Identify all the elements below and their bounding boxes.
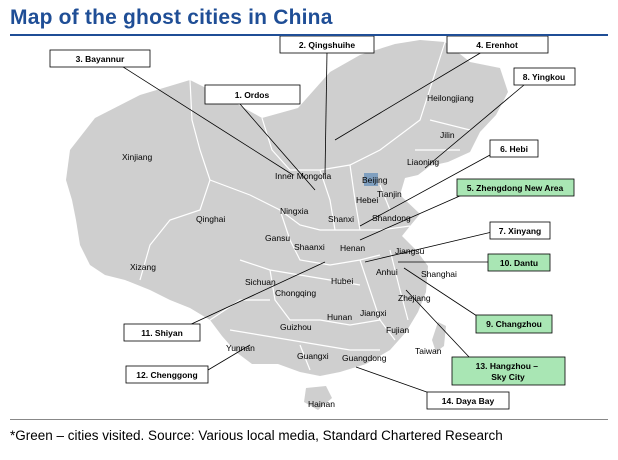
callout-label: 5. Zhengdong New Area — [467, 183, 564, 193]
province-label: Hebei — [356, 195, 378, 205]
china-landmass — [66, 40, 508, 376]
hainan-island — [304, 386, 332, 410]
callout-label-line: 13. Hangzhou – — [476, 361, 539, 371]
callout-label: 14. Daya Bay — [442, 396, 495, 406]
province-label: Hunan — [327, 312, 352, 322]
province-label: Fujian — [386, 325, 409, 335]
leader-line-xinyang — [364, 231, 493, 263]
city-callouts: 1. Ordos 2. Qingshuihe 3. Bayannur 4. Er… — [49, 36, 576, 410]
callout-hebi: 6. Hebi — [489, 139, 539, 158]
province-label: Xinjiang — [122, 152, 153, 162]
leader-lines — [119, 51, 525, 397]
callout-label: 3. Bayannur — [76, 54, 125, 64]
callout-label: 2. Qingshuihe — [299, 40, 355, 50]
leader-line-zhengdong — [359, 194, 463, 241]
province-label: Zhejiang — [398, 293, 431, 303]
leader-line-yingkou — [424, 84, 525, 169]
callout-changzhou: 9. Changzhou — [475, 314, 553, 334]
province-label: Shanxi — [328, 214, 354, 224]
leader-line-chenggong — [207, 344, 251, 371]
province-label: Shanghai — [421, 269, 457, 279]
province-label: Henan — [340, 243, 365, 253]
province-label: Beijing — [362, 175, 388, 185]
province-labels: Xinjiang Inner Mongolia Heilongjiang Jil… — [122, 93, 474, 409]
province-label: Sichuan — [245, 277, 276, 287]
callout-shiyan: 11. Shiyan — [123, 323, 201, 342]
province-label: Jiangsu — [395, 246, 425, 256]
callout-chenggong: 12. Chenggong — [125, 365, 209, 384]
callout-hangzhou: 13. Hangzhou – Sky City — [451, 356, 566, 386]
title-rule — [10, 34, 608, 36]
callout-label: 10. Dantu — [500, 258, 538, 268]
callout-label: 1. Ordos — [235, 90, 270, 100]
leader-line-ordos — [239, 103, 316, 191]
province-label: Jiangxi — [360, 308, 387, 318]
province-label: Yunnan — [226, 343, 255, 353]
leader-line-bayannur — [119, 64, 294, 176]
province-label: Qinghai — [196, 214, 225, 224]
leader-line-qingshuihe — [324, 51, 328, 176]
province-label: Guangdong — [342, 353, 387, 363]
province-label: Tianjin — [377, 189, 402, 199]
callout-label: 12. Chenggong — [136, 370, 197, 380]
callout-label: 9. Changzhou — [486, 319, 542, 329]
beijing-highlight — [364, 173, 378, 186]
callout-label: 11. Shiyan — [141, 328, 183, 338]
province-label: Anhui — [376, 267, 398, 277]
leader-line-hebi — [359, 154, 491, 227]
taiwan-island — [432, 322, 446, 352]
province-label: Taiwan — [415, 346, 442, 356]
province-label: Jilin — [440, 130, 455, 140]
province-label: Xizang — [130, 262, 156, 272]
callout-label: 7. Xinyang — [499, 226, 542, 236]
callout-label: 6. Hebi — [500, 144, 528, 154]
callout-bayannur: 3. Bayannur — [49, 49, 151, 68]
leader-line-shiyan — [184, 261, 326, 328]
footer-rule — [10, 419, 608, 420]
province-label: Hainan — [308, 399, 335, 409]
province-label: Guizhou — [280, 322, 312, 332]
leader-line-dayabay — [355, 366, 439, 397]
province-label: Heilongjiang — [427, 93, 474, 103]
leader-line-changzhou — [403, 267, 481, 319]
leader-line-erenhot — [334, 51, 483, 141]
callout-xinyang: 7. Xinyang — [489, 221, 551, 240]
callout-dantu: 10. Dantu — [487, 253, 551, 272]
province-label: Gansu — [265, 233, 290, 243]
province-borders — [139, 41, 471, 371]
province-label: Guangxi — [297, 351, 329, 361]
province-label: Liaoning — [407, 157, 439, 167]
page-title: Map of the ghost cities in China — [10, 6, 333, 29]
callout-label: 13. Hangzhou – Sky City — [476, 361, 541, 382]
callout-zhengdong: 5. Zhengdong New Area — [456, 178, 575, 197]
province-label: Ningxia — [280, 206, 309, 216]
callout-ordos: 1. Ordos — [204, 84, 301, 105]
callout-dayabay: 14. Daya Bay — [426, 391, 510, 410]
leader-line-hangzhou — [405, 289, 471, 359]
province-label: Hubei — [331, 276, 353, 286]
callout-erenhot: 4. Erenhot — [446, 36, 549, 54]
callout-label: 8. Yingkou — [523, 72, 566, 82]
callout-label-line: Sky City — [491, 372, 525, 382]
callout-yingkou: 8. Yingkou — [513, 67, 576, 86]
callout-label: 4. Erenhot — [476, 40, 518, 50]
source-footnote: *Green – cities visited. Source: Various… — [10, 428, 503, 443]
province-label: Shaanxi — [294, 242, 325, 252]
china-map: Xinjiang Inner Mongolia Heilongjiang Jil… — [49, 36, 576, 410]
callout-qingshuihe: 2. Qingshuihe — [279, 36, 375, 54]
province-label: Chongqing — [275, 288, 316, 298]
province-label: Shandong — [372, 213, 411, 223]
